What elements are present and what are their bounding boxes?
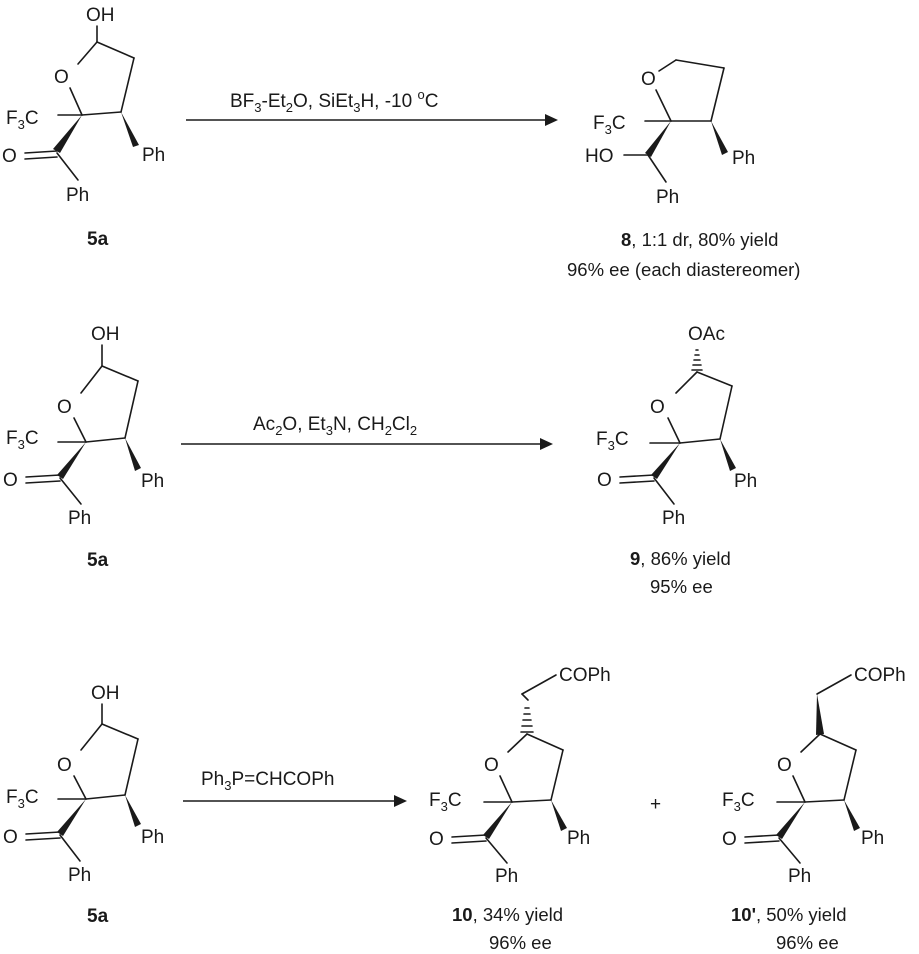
- product-caption: 10, 34% yield: [452, 904, 563, 925]
- ee-caption: 96% ee: [489, 932, 552, 953]
- product-8: O Ph F3C HO Ph: [585, 59, 755, 208]
- hydroxyl-label: HO: [585, 146, 614, 167]
- ring-oxygen-label: O: [54, 67, 69, 88]
- carbonyl-oxygen-label: O: [597, 470, 612, 491]
- carbonyl-oxygen-label: O: [429, 829, 444, 850]
- compound-label-5a: 5a: [87, 229, 109, 250]
- phenyl-label: Ph: [66, 185, 89, 206]
- hydroxyl-label: OH: [91, 324, 120, 345]
- hydroxyl-label: OH: [86, 5, 115, 26]
- product-10: COPh O Ph F3C O Ph: [429, 665, 611, 887]
- product-caption: 9, 86% yield: [630, 548, 731, 569]
- ring-oxygen-label: O: [650, 397, 665, 418]
- benzoyl-label: COPh: [854, 665, 906, 686]
- arrow-head: [394, 795, 407, 807]
- trifluoromethyl-label: F3C: [429, 790, 462, 814]
- product-10-prime: COPh O Ph F3C O Ph: [722, 665, 906, 887]
- compound-label-5a: 5a: [87, 550, 109, 571]
- reagents-text: BF3-Et2O, SiEt3H, -10 oC: [230, 87, 438, 115]
- phenyl-label: Ph: [141, 471, 164, 492]
- hydroxyl-label: OH: [91, 683, 120, 704]
- phenyl-label: Ph: [662, 508, 685, 529]
- ring-oxygen-label: O: [57, 397, 72, 418]
- reagents-text: Ac2O, Et3N, CH2Cl2: [253, 414, 417, 438]
- trifluoromethyl-label: F3C: [6, 787, 39, 811]
- starting-material-5a-r2: OH O Ph F3C O Ph: [3, 324, 164, 529]
- phenyl-label: Ph: [142, 145, 165, 166]
- phenyl-label: Ph: [656, 187, 679, 208]
- starting-material-5a-r3: OH O Ph F3C O Ph: [3, 683, 164, 886]
- ring-oxygen-label: O: [641, 69, 656, 90]
- ee-caption: 96% ee (each diastereomer): [567, 259, 800, 280]
- carbonyl-oxygen-label: O: [3, 470, 18, 491]
- phenyl-label: Ph: [68, 865, 91, 886]
- ring-oxygen-label: O: [484, 755, 499, 776]
- ring-oxygen-label: O: [57, 755, 72, 776]
- phenyl-label: Ph: [732, 148, 755, 169]
- acetoxy-label: OAc: [688, 324, 725, 345]
- trifluoromethyl-label: F3C: [6, 108, 39, 132]
- reaction-1: OH O Ph F3C O Ph 5a BF3-Et2O, SiEt3H, -1…: [2, 5, 800, 280]
- ee-caption: 96% ee: [776, 932, 839, 953]
- trifluoromethyl-label: F3C: [596, 429, 629, 453]
- reaction-2: OH O Ph F3C O Ph 5a Ac2O, Et3N, CH2Cl2 O…: [3, 324, 757, 597]
- carbonyl-oxygen-label: O: [3, 827, 18, 848]
- trifluoromethyl-label: F3C: [6, 428, 39, 452]
- product-caption: 10', 50% yield: [731, 904, 846, 925]
- phenyl-label: Ph: [861, 828, 884, 849]
- starting-material-5a-r1: OH O Ph F3C O Ph: [2, 5, 165, 206]
- reaction-3: OH O Ph F3C O Ph 5a Ph3P=CHCOPh COPh: [3, 665, 906, 953]
- hashed-bond: [520, 707, 534, 733]
- trifluoromethyl-label: F3C: [593, 113, 626, 137]
- benzoyl-label: COPh: [559, 665, 611, 686]
- product-caption: 8, 1:1 dr, 80% yield: [621, 229, 778, 250]
- phenyl-label: Ph: [141, 827, 164, 848]
- phenyl-label: Ph: [567, 828, 590, 849]
- product-9: OAc O Ph F3C O Ph: [596, 324, 757, 529]
- compound-label-5a: 5a: [87, 906, 109, 927]
- carbonyl-oxygen-label: O: [2, 146, 17, 167]
- phenyl-label: Ph: [788, 866, 811, 887]
- ee-caption: 95% ee: [650, 576, 713, 597]
- reagents-text: Ph3P=CHCOPh: [201, 769, 334, 793]
- phenyl-label: Ph: [68, 508, 91, 529]
- arrow-head: [540, 438, 553, 450]
- ring-oxygen-label: O: [777, 755, 792, 776]
- plus-sign: +: [650, 794, 661, 815]
- trifluoromethyl-label: F3C: [722, 790, 755, 814]
- hashed-bond: [691, 349, 703, 371]
- carbonyl-oxygen-label: O: [722, 829, 737, 850]
- phenyl-label: Ph: [734, 471, 757, 492]
- arrow-head: [545, 114, 558, 126]
- phenyl-label: Ph: [495, 866, 518, 887]
